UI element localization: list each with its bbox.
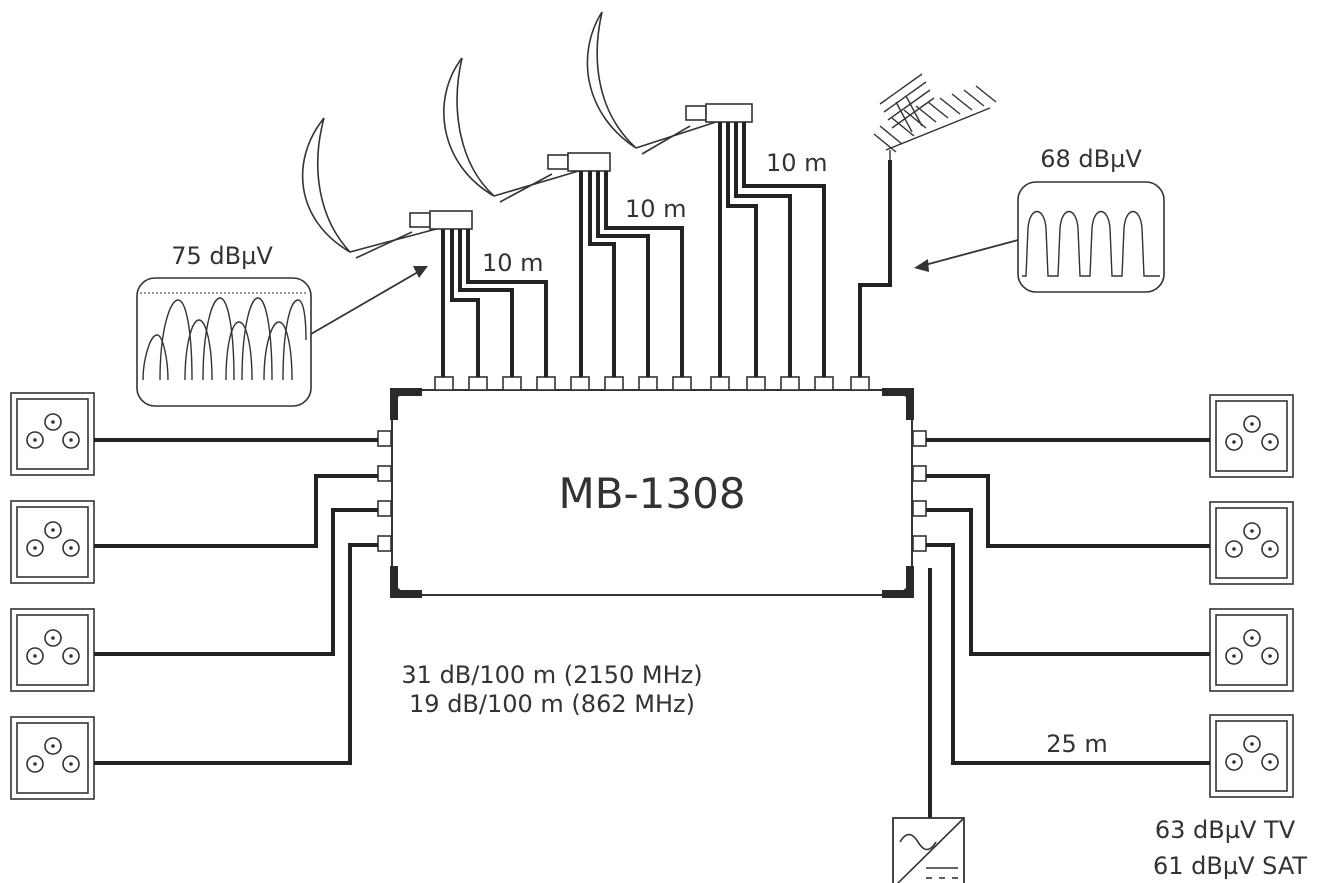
- input-cables: [441, 122, 892, 377]
- left-outlets: [10, 392, 95, 800]
- input-connectors: [434, 376, 870, 391]
- left-output-connectors: [377, 430, 392, 552]
- power-supply-icon: [892, 568, 965, 883]
- multiswitch-unit: MB-1308: [377, 376, 927, 598]
- outlet-level-sat: 61 dBµV SAT: [1153, 852, 1307, 880]
- outlet-left-2: [10, 500, 95, 584]
- satellite-dish-2-icon: [443, 57, 611, 203]
- right-outlets: [1209, 394, 1294, 798]
- model-label: MB-1308: [558, 469, 745, 518]
- outlet-left-1: [10, 392, 95, 476]
- terrestrial-spectrum-curve: [1022, 210, 1160, 277]
- dish-1-cable-length: 10 m: [482, 249, 544, 277]
- outlet-right-4: [1209, 714, 1294, 798]
- terrestrial-antenna-icon: [873, 73, 997, 160]
- cable-spec-line-2: 19 dB/100 m (862 MHz): [409, 690, 695, 718]
- terrestrial-level-label: 68 dBµV: [1040, 145, 1142, 173]
- outlet-left-3: [10, 608, 95, 692]
- outlet-left-4: [10, 716, 95, 800]
- satellite-dish-1-icon: [301, 117, 473, 259]
- dish-3-cable-length: 10 m: [766, 149, 828, 177]
- outlet-right-3: [1209, 608, 1294, 692]
- terrestrial-spectrum-box: 68 dBµV: [914, 145, 1165, 293]
- outlet-right-2: [1209, 501, 1294, 585]
- cable-spec-line-1: 31 dB/100 m (2150 MHz): [401, 661, 702, 689]
- outlet-right-1: [1209, 394, 1294, 478]
- sat-spectrum-box: 75 dBµV: [136, 242, 428, 407]
- sat-spectrum-curve: [142, 297, 307, 381]
- sat-level-label: 75 dBµV: [171, 242, 273, 270]
- outlet-level-tv: 63 dBµV TV: [1155, 816, 1296, 844]
- dish-2-cable-length: 10 m: [625, 195, 687, 223]
- right-output-connectors: [912, 430, 927, 552]
- output-cables-right: [926, 438, 1210, 765]
- output-cables-left: [94, 438, 378, 765]
- outlet-cable-length: 25 m: [1046, 730, 1108, 758]
